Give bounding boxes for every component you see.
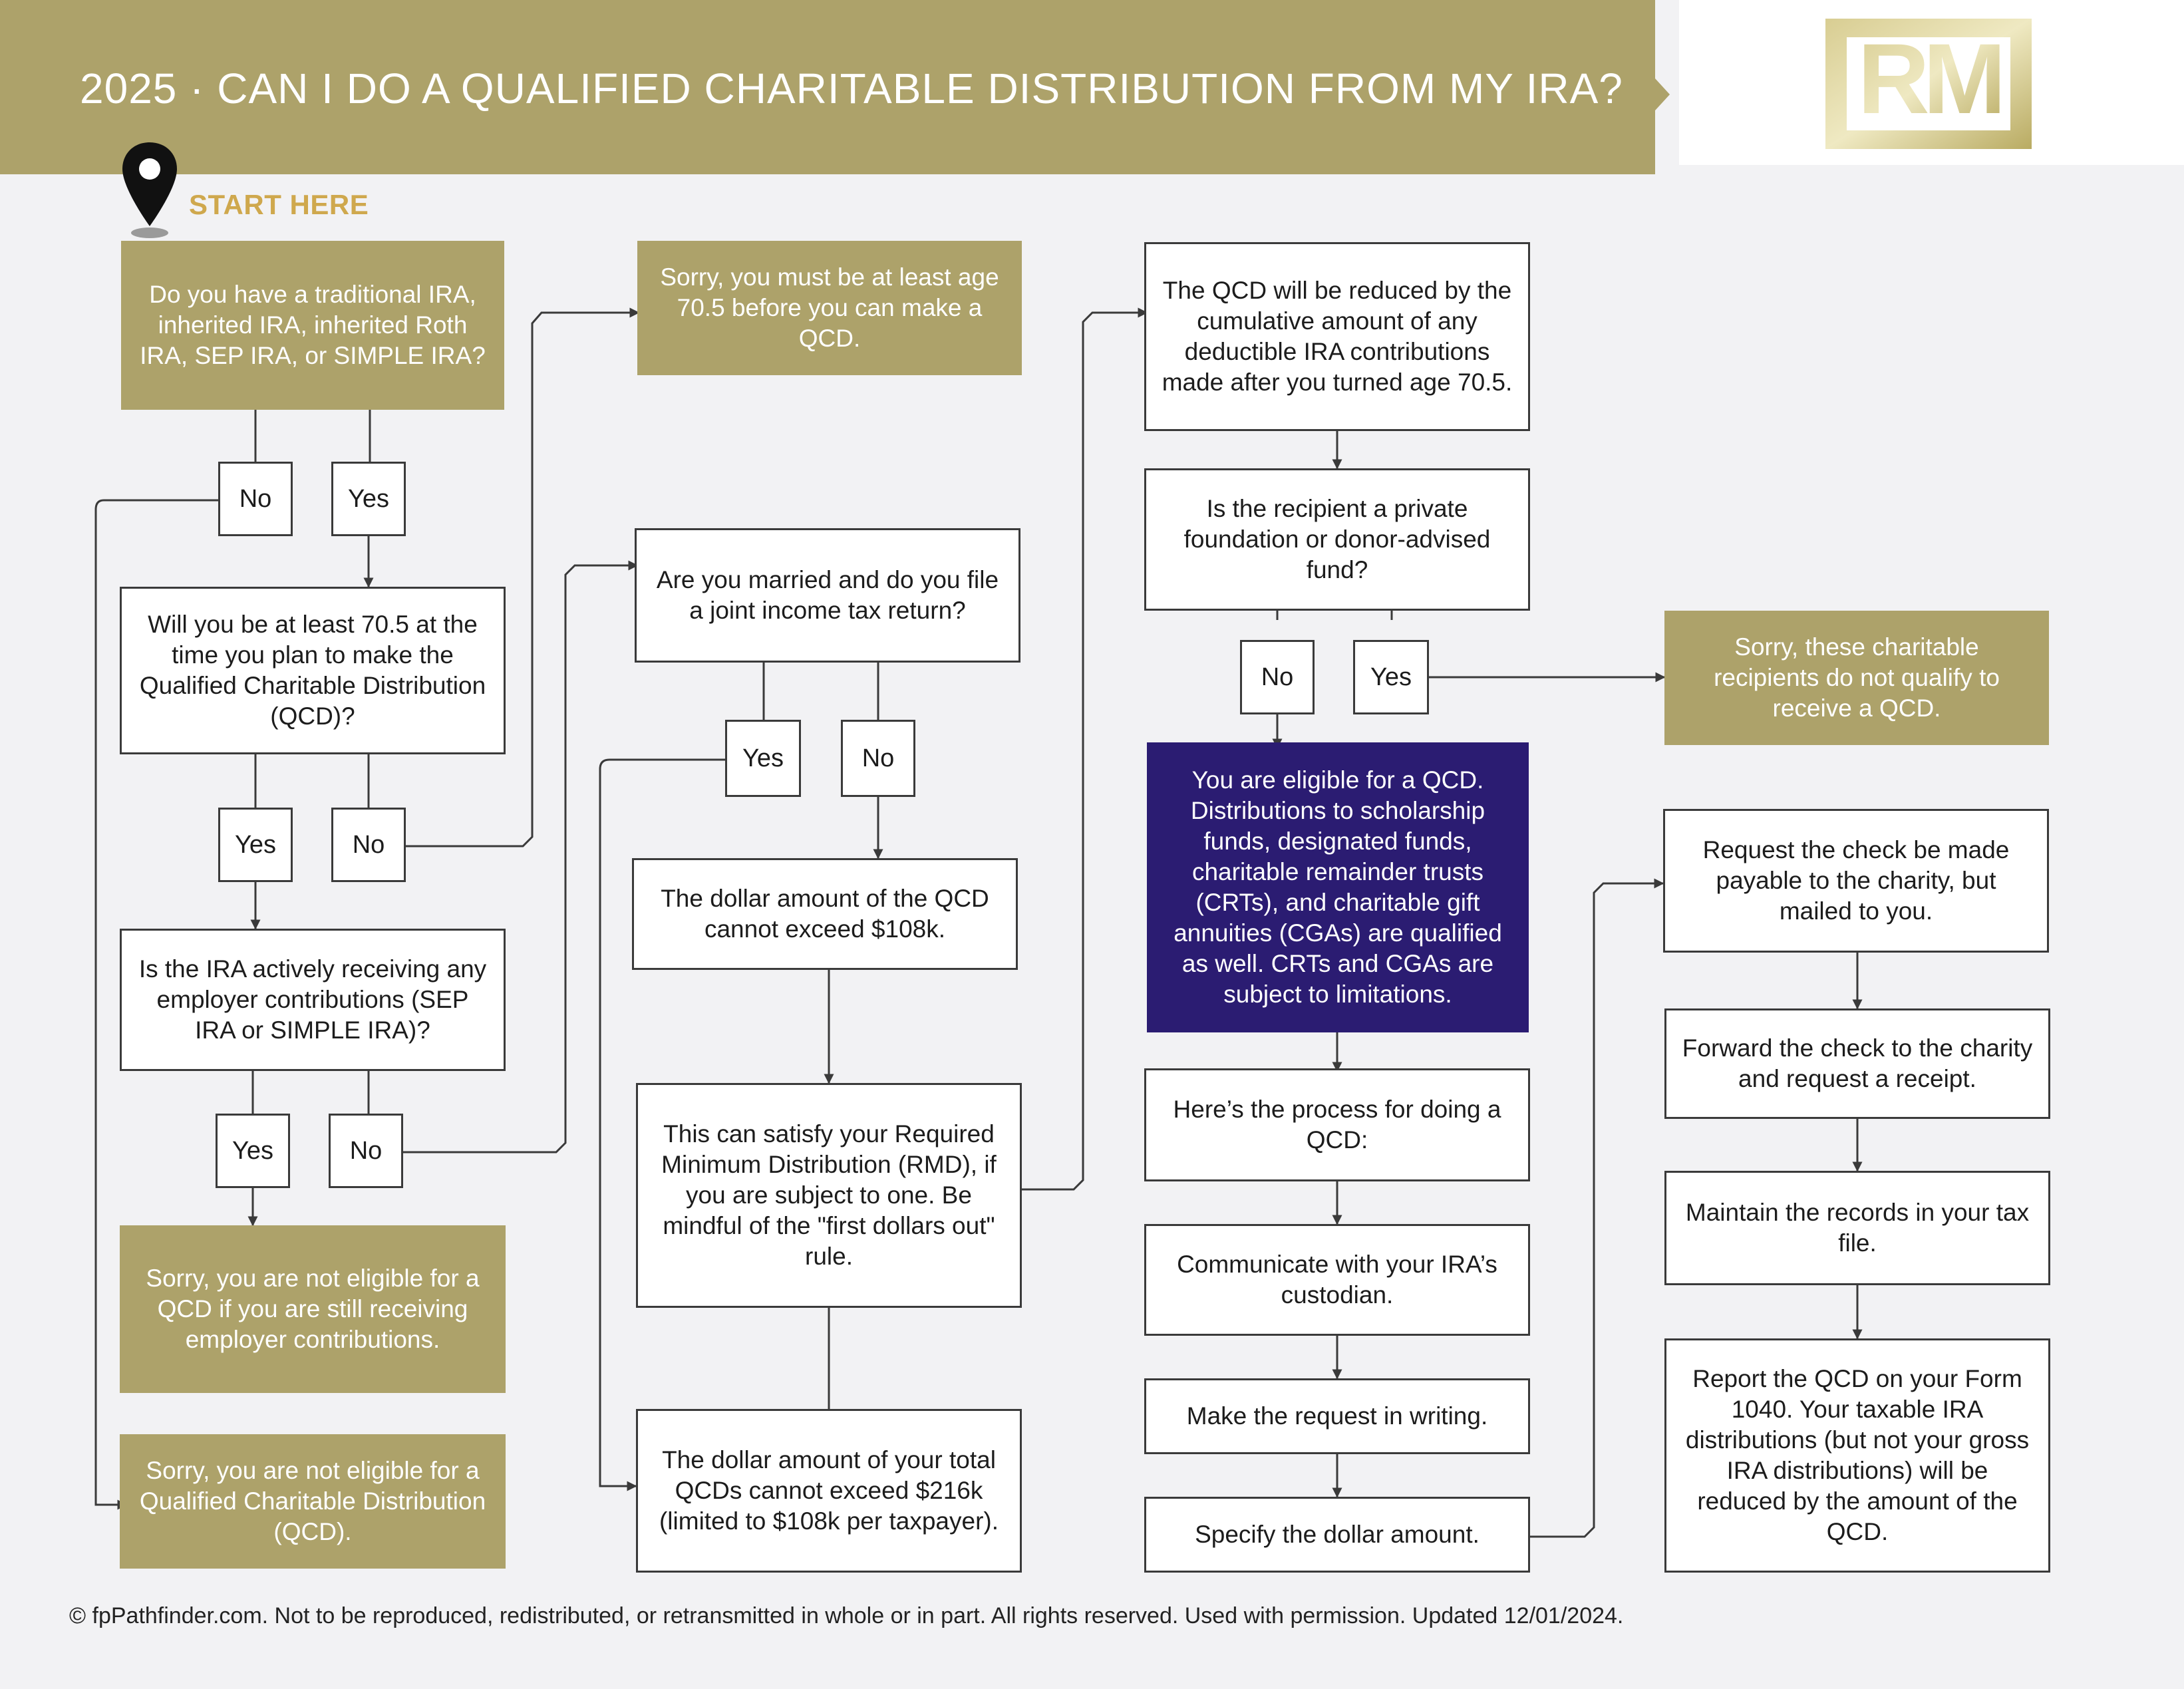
foundation-yes-label: Yes: [1353, 640, 1429, 714]
age-705-yes-label: Yes: [218, 808, 293, 882]
header-banner: 2025 · CAN I DO A QUALIFIED CHARITABLE D…: [0, 0, 1670, 174]
age-705-no-label: No: [331, 808, 406, 882]
process-intro-box: Here’s the process for doing a QCD:: [1144, 1068, 1530, 1181]
rmd-box: This can satisfy your Required Minimum D…: [636, 1083, 1022, 1308]
forward-check-box: Forward the check to the charity and req…: [1664, 1008, 2050, 1119]
sorry-recipients-box: Sorry, these charitable recipients do no…: [1664, 611, 2049, 745]
footer-copyright: © fpPathfinder.com. Not to be reproduced…: [69, 1603, 1624, 1628]
limit-108k-box: The dollar amount of the QCD cannot exce…: [632, 858, 1018, 970]
age-705-question: Will you be at least 70.5 at the time yo…: [120, 587, 506, 754]
header-arrow: [1655, 78, 1670, 110]
start-here-label: START HERE: [189, 189, 369, 220]
request-writing-box: Make the request in writing.: [1144, 1378, 1530, 1454]
have-ira-yes-label: Yes: [331, 462, 406, 536]
married-question: Are you married and do you file a joint …: [635, 528, 1020, 663]
sorry-employer-box: Sorry, you are not eligible for a QCD if…: [120, 1225, 506, 1393]
maintain-records-box: Maintain the records in your tax file.: [1664, 1171, 2050, 1285]
specify-amount-box: Specify the dollar amount.: [1144, 1497, 1530, 1573]
qcd-reduced-box: The QCD will be reduced by the cumulativ…: [1144, 242, 1530, 431]
sorry-not-eligible-box: Sorry, you are not eligible for a Qualif…: [120, 1434, 506, 1569]
have-ira-no-label: No: [218, 462, 293, 536]
employer-yes-label: Yes: [216, 1114, 290, 1188]
logo-area: RM: [1679, 0, 2184, 165]
foundation-no-label: No: [1240, 640, 1315, 714]
eligible-box: You are eligible for a QCD. Distribution…: [1147, 742, 1529, 1032]
married-no-label: No: [841, 720, 915, 797]
sorry-age-box: Sorry, you must be at least age 70.5 bef…: [637, 241, 1022, 375]
have-ira-question: Do you have a traditional IRA, inherited…: [121, 241, 504, 410]
svg-text:RM: RM: [1857, 23, 1999, 134]
private-foundation-question: Is the recipient a private foundation or…: [1144, 468, 1530, 611]
limit-216k-box: The dollar amount of your total QCDs can…: [636, 1409, 1022, 1573]
employer-no-label: No: [329, 1114, 403, 1188]
map-pin-icon: [122, 142, 177, 238]
rm-logo-icon: RM: [1825, 19, 2032, 149]
report-1040-box: Report the QCD on your Form 1040. Your t…: [1664, 1338, 2050, 1573]
check-payable-box: Request the check be made payable to the…: [1663, 809, 2049, 953]
married-yes-label: Yes: [725, 720, 801, 797]
employer-contributions-question: Is the IRA actively receiving any employ…: [120, 929, 506, 1071]
communicate-custodian-box: Communicate with your IRA’s custodian.: [1144, 1224, 1530, 1336]
page-title: 2025 · CAN I DO A QUALIFIED CHARITABLE D…: [80, 65, 1623, 112]
